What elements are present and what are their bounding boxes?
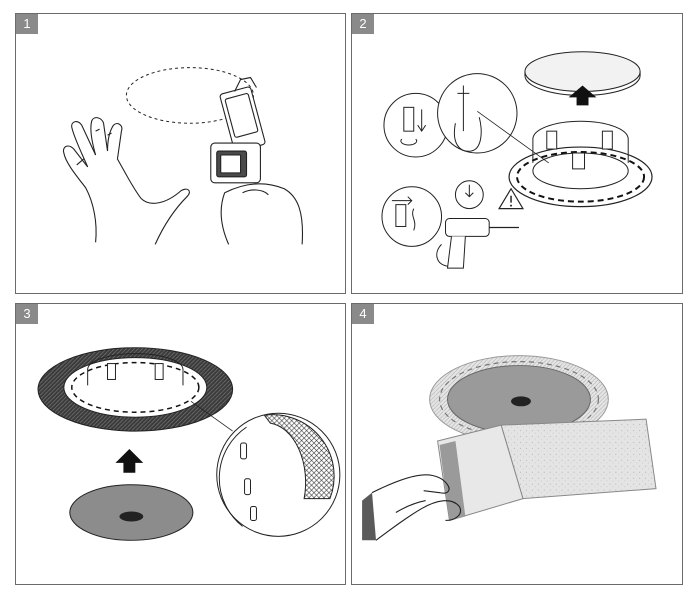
- peel-backing-icon: [437, 418, 657, 522]
- step-panel-3: 3: [15, 303, 346, 585]
- step-2-illustration: [352, 14, 682, 293]
- hands-icon: [62, 117, 190, 245]
- step-panel-2: 2: [351, 13, 683, 294]
- step-number-badge: 2: [352, 14, 374, 34]
- step-number-badge: 1: [16, 14, 38, 34]
- step-1-illustration: [16, 14, 345, 293]
- step-3-illustration: [16, 304, 345, 584]
- hand-drill-icon: [62, 67, 304, 245]
- step-panel-4: 4: [351, 303, 683, 585]
- lift-arrow-icon: [115, 448, 144, 473]
- step-number-badge: 3: [16, 304, 38, 324]
- step-number-badge: 4: [352, 304, 374, 324]
- step-panel-1: 1: [15, 13, 346, 294]
- step-4-illustration: [352, 304, 682, 584]
- lift-arrow-icon: [568, 85, 597, 106]
